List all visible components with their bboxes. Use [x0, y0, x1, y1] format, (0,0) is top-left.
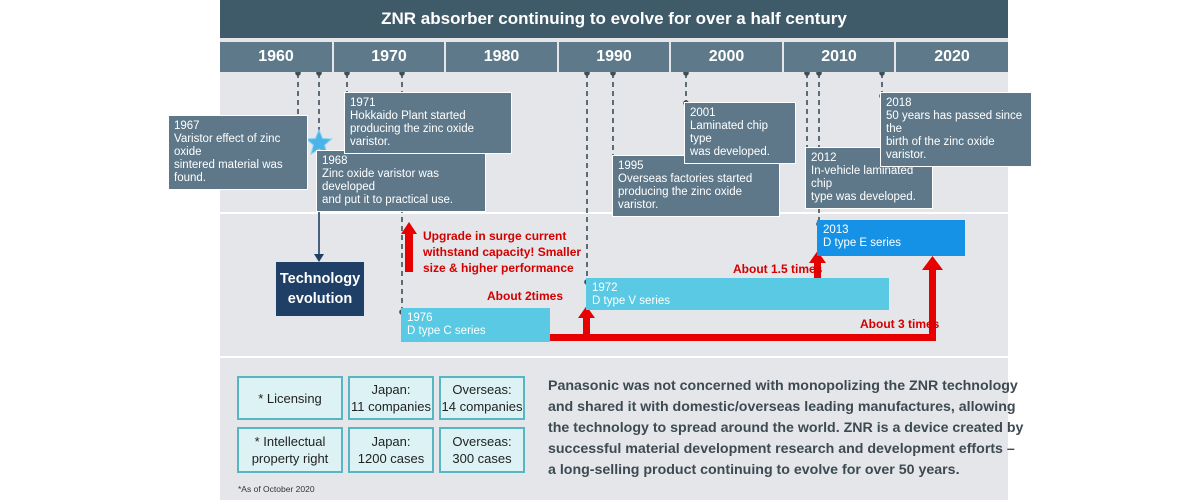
ip-label: * Intellectual property right: [237, 427, 343, 473]
licensing-overseas: Overseas: 14 companies: [439, 376, 525, 420]
technology-evolution-box: Technology evolution: [276, 262, 364, 316]
star-icon: [305, 128, 333, 156]
red-up-to-v: [583, 316, 590, 338]
upgrade-annotation: Upgrade in surge current withstand capac…: [423, 228, 581, 276]
event-text: Zinc oxide varistor was developed: [322, 168, 439, 193]
event-year: 1995: [618, 160, 644, 172]
ip-japan: Japan: 1200 cases: [348, 427, 434, 473]
upgrade-arrow-shaft: [405, 232, 413, 272]
event-text: producing the zinc oxide varistor.: [618, 186, 743, 211]
event-text: Overseas factories started: [618, 173, 753, 185]
event-year: 1967: [174, 120, 200, 132]
decade-1970: 1970: [334, 42, 444, 72]
ip-japan-text: Japan:: [371, 434, 411, 449]
upgrade-text: Upgrade in surge current: [423, 229, 567, 243]
about-1-5-times-label: About 1.5 times: [733, 262, 823, 276]
ip-overseas-text: 300 cases: [452, 451, 512, 466]
event-text: 50 years has passed since the: [886, 110, 1023, 135]
event-year: 1968: [322, 155, 348, 167]
event-text: was developed.: [690, 146, 770, 158]
licensing-label: * Licensing: [237, 376, 343, 420]
event-2001: 2001 Laminated chip type was developed.: [684, 102, 796, 164]
event-1971: 1971 Hokkaido Plant started producing th…: [344, 92, 512, 154]
event-1968: 1968 Zinc oxide varistor was developed a…: [316, 150, 486, 212]
decade-2010: 2010: [784, 42, 894, 72]
tech-evolution-label: evolution: [287, 291, 353, 307]
event-year: 2001: [690, 107, 716, 119]
series-name: D type V series: [592, 295, 670, 307]
red-base-line: [548, 334, 936, 341]
event-text: sintered material was found.: [174, 159, 283, 184]
series-year: 1976: [407, 312, 433, 324]
event-1967: 1967 Varistor effect of zinc oxide sinte…: [168, 115, 308, 190]
red-up-to-e: [929, 268, 936, 341]
decade-1960: 1960: [220, 42, 332, 72]
red-v-to-e: [814, 262, 821, 282]
event-text: producing the zinc oxide varistor.: [350, 123, 475, 148]
licensing-overseas-text: Overseas:: [452, 382, 512, 397]
series-name: D type E series: [823, 237, 901, 249]
event-text: Hokkaido Plant started: [350, 110, 466, 122]
licensing-overseas-text: 14 companies: [441, 399, 523, 414]
upgrade-arrow-head: [401, 222, 417, 234]
paragraph-line: the technology to spread around the worl…: [548, 420, 1024, 436]
decade-1980: 1980: [446, 42, 557, 72]
decade-1990: 1990: [559, 42, 669, 72]
event-year: 2012: [811, 152, 837, 164]
paragraph-line: a long-selling product continuing to evo…: [548, 462, 960, 478]
series-v-bar: 1972 D type V series: [586, 278, 889, 310]
ip-japan-text: 1200 cases: [357, 451, 425, 466]
event-text: birth of the zinc oxide varistor.: [886, 136, 995, 161]
ip-label-text: property right: [251, 451, 329, 466]
event-text: Laminated chip type: [690, 120, 768, 145]
event-2018: 2018 50 years has passed since the birth…: [880, 92, 1032, 167]
ip-overseas-text: Overseas:: [452, 434, 512, 449]
red-arrowhead-e: [922, 256, 943, 270]
series-e-bar: 2013 D type E series: [817, 220, 965, 256]
licensing-japan: Japan: 11 companies: [348, 376, 434, 420]
event-text: and put it to practical use.: [322, 194, 454, 206]
upgrade-text: size & higher performance: [423, 261, 574, 275]
event-text: Varistor effect of zinc oxide: [174, 133, 281, 158]
tech-evolution-label: Technology: [279, 271, 361, 287]
paragraph-line: successful material development research…: [548, 441, 1015, 457]
decade-2020: 2020: [896, 42, 1008, 72]
event-year: 1971: [350, 97, 376, 109]
event-text: type was developed.: [811, 191, 916, 203]
series-year: 2013: [823, 224, 849, 236]
event-year: 2018: [886, 97, 912, 109]
ip-label-text: * Intellectual: [254, 434, 326, 449]
series-c-bar: 1976 D type C series: [401, 308, 550, 342]
upgrade-text: withstand capacity! Smaller: [423, 245, 582, 259]
licensing-japan-text: Japan:: [371, 382, 411, 397]
about-2times-label: About 2times: [487, 289, 564, 303]
licensing-label-text: * Licensing: [258, 390, 322, 406]
licensing-japan-text: 11 companies: [351, 399, 431, 414]
page-title: ZNR absorber continuing to evolve for ov…: [220, 0, 1008, 38]
red-arrowhead-v: [578, 306, 595, 318]
tech-evolution-arrowhead: [314, 254, 324, 262]
red-arrowhead-15: [809, 251, 826, 263]
series-name: D type C series: [407, 325, 486, 337]
description-paragraph: Panasonic was not concerned with monopol…: [548, 376, 1024, 481]
paragraph-line: Panasonic was not concerned with monopol…: [548, 378, 1018, 394]
about-3-times-label: About 3 times: [860, 317, 940, 331]
event-text: In-vehicle laminated chip: [811, 165, 914, 190]
footnote: *As of October 2020: [238, 484, 315, 494]
paragraph-line: and shared it with domestic/overseas lea…: [548, 399, 1016, 415]
series-year: 1972: [592, 282, 618, 294]
event-1995: 1995 Overseas factories started producin…: [612, 155, 780, 217]
decade-2000: 2000: [671, 42, 782, 72]
ip-overseas: Overseas: 300 cases: [439, 427, 525, 473]
